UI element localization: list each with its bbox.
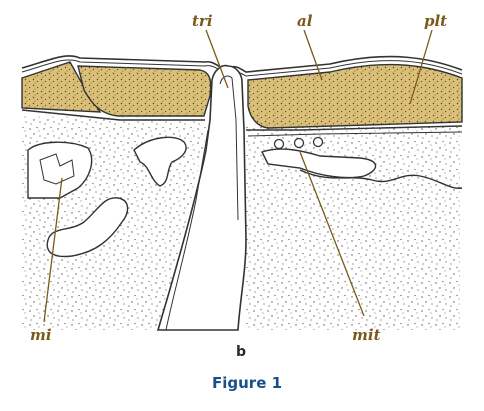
tan-tissue-block-right (247, 63, 463, 129)
central-canal-inner-wall (219, 75, 239, 221)
cavity-right-lower-wave (299, 169, 463, 189)
label-mi: mi (30, 326, 52, 344)
label-al: al (297, 12, 313, 30)
cavity-hook (46, 197, 129, 258)
small-vessel-3 (312, 136, 324, 148)
tan-tissue-block-left (77, 65, 212, 117)
cavity-center-left (133, 136, 187, 187)
small-vessel-1 (273, 138, 285, 150)
cavity-right (261, 148, 377, 179)
panel-letter: b (236, 344, 246, 360)
label-tri: tri (192, 12, 213, 30)
leader-tri (205, 29, 229, 89)
small-vessel-2 (293, 137, 305, 149)
membrane-line-right-lower-2 (247, 131, 463, 137)
leader-plt (409, 29, 433, 105)
cavity-left (27, 141, 93, 199)
label-plt: plt (424, 12, 447, 30)
membrane-line-right-lower (246, 125, 463, 131)
cavity-left-inner (39, 153, 75, 185)
label-mit: mit (352, 326, 381, 344)
leader-mit (299, 151, 365, 317)
leader-al (303, 29, 323, 81)
central-canal (156, 64, 247, 331)
central-canal-inner-wall-2 (165, 129, 209, 331)
leader-mi (43, 177, 63, 323)
membrane-line-left-lower (21, 109, 205, 121)
figure-caption: Figure 1 (212, 374, 282, 392)
